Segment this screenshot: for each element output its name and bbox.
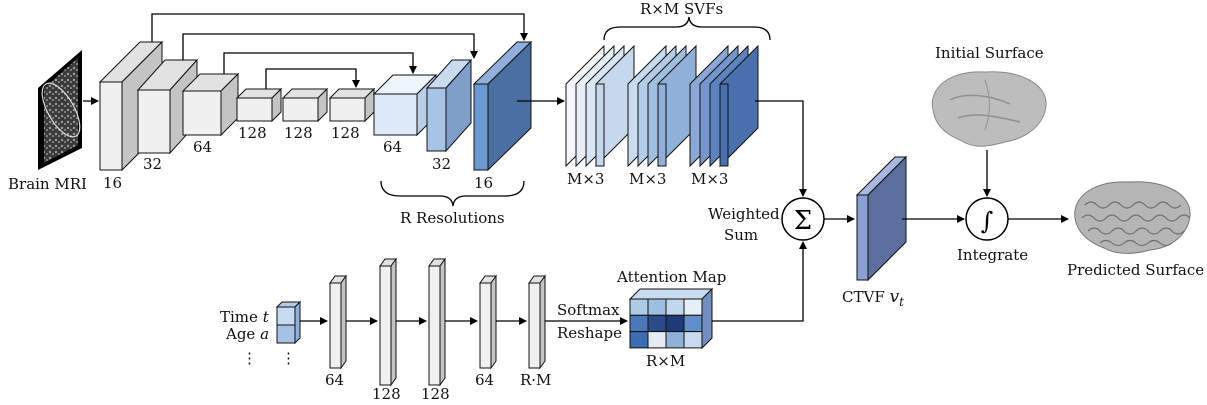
svf-front-edge xyxy=(595,83,605,167)
initial-surface-brain xyxy=(931,71,1047,147)
skip-connection-128 xyxy=(265,68,360,89)
decoder-block-32 xyxy=(425,58,473,153)
weighted-sum-label-line2: Sum xyxy=(724,226,758,244)
svf-group-3 xyxy=(689,44,759,168)
input-age-label: Age a xyxy=(225,325,269,343)
encoder-block-64 xyxy=(181,72,240,137)
encoder-block-128-b xyxy=(281,87,329,123)
reshape-label: Reshape xyxy=(557,324,622,342)
attention-map xyxy=(628,287,714,350)
input-time-label: Time t xyxy=(220,308,270,326)
attention-cell xyxy=(629,331,649,349)
weighted-sum-label-line1: Weighted xyxy=(708,205,780,223)
mlp-label-128-a: 128 xyxy=(372,385,401,403)
integrate-label: Integrate xyxy=(957,246,1028,264)
encoder-block-128-a xyxy=(235,87,283,123)
svfs-brace xyxy=(603,16,771,41)
encoder-label-16: 16 xyxy=(103,174,122,192)
decoder-label-16: 16 xyxy=(474,174,493,192)
attention-map-title: Attention Map xyxy=(616,268,726,286)
attention-cell xyxy=(683,331,703,349)
encoder-block-128-c xyxy=(328,87,376,123)
mlp-label-128-b: 128 xyxy=(421,385,450,403)
attention-cell xyxy=(629,298,649,316)
svf-group-label-3: M×3 xyxy=(691,170,728,188)
decoder-label-64: 64 xyxy=(383,138,402,156)
input-vector xyxy=(275,300,302,345)
input-more-dots: ⋮ xyxy=(242,349,257,367)
svf-group-1 xyxy=(565,44,635,168)
brain-mri-label: Brain MRI xyxy=(8,175,87,193)
sum-symbol: Σ xyxy=(794,206,812,236)
decoder-label-32: 32 xyxy=(432,155,451,173)
decoder-block-16 xyxy=(472,40,533,172)
attention-map-dims: R×M xyxy=(646,352,685,370)
skip-connection-16 xyxy=(151,13,528,42)
encoder-label-64: 64 xyxy=(193,138,212,156)
mlp-layer-64-a xyxy=(329,274,347,370)
initial-surface-label: Initial Surface xyxy=(935,44,1044,62)
svf-group-label-2: M×3 xyxy=(629,170,666,188)
brain-mri-image xyxy=(38,50,82,170)
attention-cell xyxy=(665,314,685,333)
attention-cell xyxy=(647,331,667,349)
edge-attention-to-sum xyxy=(712,241,807,322)
encoder-label-32: 32 xyxy=(143,155,162,173)
attention-cell xyxy=(665,331,685,349)
ctvf-block xyxy=(855,155,908,282)
attention-cell xyxy=(647,314,667,333)
resolutions-label: R Resolutions xyxy=(400,209,505,227)
svf-group-label-1: M×3 xyxy=(567,170,604,188)
svf-group-2 xyxy=(627,44,697,168)
predicted-surface-label: Predicted Surface xyxy=(1067,261,1204,279)
edge-svfs-to-sum xyxy=(755,100,807,197)
svf-front-edge xyxy=(719,83,729,167)
attention-cell xyxy=(683,314,703,333)
resolutions-brace xyxy=(380,180,525,207)
mlp-label-64-b: 64 xyxy=(475,371,494,389)
mlp-layer-rm xyxy=(528,274,546,370)
attention-cell xyxy=(665,298,685,316)
encoder-label-128-c: 128 xyxy=(331,124,360,142)
svf-front-edge xyxy=(657,83,667,167)
attention-cell xyxy=(647,298,667,316)
input-vector-more-dots: ⋮ xyxy=(281,349,296,367)
attention-cell xyxy=(629,314,649,333)
mlp-layer-128-a xyxy=(379,257,397,387)
mlp-label-rm: R·M xyxy=(520,371,551,389)
mlp-layer-64-b xyxy=(479,274,497,370)
predicted-surface-brain xyxy=(1074,181,1191,254)
skip-connection-32 xyxy=(182,33,478,60)
integral-symbol: ∫ xyxy=(981,207,994,235)
softmax-label: Softmax xyxy=(557,301,620,319)
encoder-label-128-a: 128 xyxy=(238,124,267,142)
svfs-title: R×M SVFs xyxy=(640,0,723,18)
skip-connection-64 xyxy=(223,52,417,74)
encoder-label-128-b: 128 xyxy=(284,124,313,142)
ctvf-label: CTVF vt xyxy=(842,287,904,309)
mlp-label-64-a: 64 xyxy=(325,371,344,389)
mlp-layer-128-b xyxy=(428,257,446,387)
attention-cell xyxy=(683,298,703,316)
